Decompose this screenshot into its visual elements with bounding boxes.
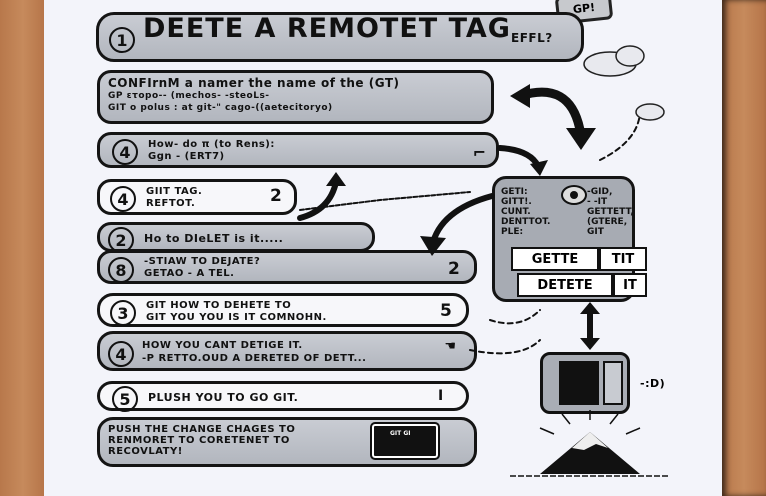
- step-number: 5: [112, 386, 138, 412]
- step-staw: 8 -STIAW to DEJATE? GETAO - a TeL. 2: [97, 250, 477, 284]
- target-icon: [561, 185, 587, 205]
- step-line: GIT HOW to DEHETE TO: [146, 300, 292, 311]
- step-number: 4: [112, 139, 138, 165]
- step-line: GIIT TAG.: [146, 186, 203, 197]
- step-line: PLUSH YOU TO GO GIT.: [148, 391, 299, 404]
- step-number: 4: [108, 341, 134, 367]
- step-trailing-number: 2: [448, 259, 460, 279]
- step-how-to-delete: 2 Ho to DIeLET is it.....: [97, 222, 375, 253]
- step-line: Ho to DIeLET is it.....: [144, 232, 284, 245]
- gette-button[interactable]: GETTE: [511, 247, 599, 271]
- step-number: 8: [108, 257, 134, 283]
- step-trailing-number: I: [438, 388, 444, 404]
- device-side-label: -:D): [640, 377, 666, 390]
- step-how-do: 4 How- do π (to Rens): Ggn - (ERT7) ⌐: [97, 132, 499, 168]
- wood-background-right: [722, 0, 766, 496]
- step-number: 4: [110, 186, 136, 212]
- step-line: -STIAW to DEJATE?: [144, 256, 261, 267]
- tit-button[interactable]: TIT: [599, 247, 647, 271]
- step-push-you: 5 PLUSH YOU TO GO GIT. I: [97, 381, 469, 412]
- monitor-icon: GIT GI: [370, 422, 440, 460]
- step-how-you-cant: 4 HOW YOU CANT DETIGE IT. -P RETTO.OUD A…: [97, 331, 477, 371]
- step-git-tag: 4 GIIT TAG. REFTOT. 2: [97, 179, 297, 215]
- monitor-text: GIT GI: [390, 430, 411, 437]
- step-line: RECOVLATY!: [108, 446, 183, 457]
- title-suffix: EFFL?: [511, 31, 553, 45]
- step-line: PUSH THE CHANGE CHAGES TO: [108, 424, 296, 435]
- step-line: GIT o polus : at git-" cago-((aetecitory…: [108, 103, 333, 113]
- keycap-label: GP!: [572, 0, 596, 16]
- title-box: 1 DEETE A REMOTET TAG EFFL?: [96, 12, 584, 62]
- detete-button[interactable]: DETETE: [517, 273, 613, 297]
- device-icon: [540, 352, 630, 414]
- page-title: DEETE A REMOTET TAG: [143, 13, 511, 44]
- step-line: CONFIrnM a namer the name of the (GT): [108, 76, 400, 90]
- panel-left-text: GETI:GITT!.CUNT.DENTTOT.PLE:: [501, 187, 551, 237]
- step-line: REFTOT.: [146, 198, 196, 209]
- it-button[interactable]: IT: [613, 273, 647, 297]
- step-line: How- do π (to Rens):: [148, 139, 275, 150]
- step-line: GIT YOU YOU IS IT COMNOHN.: [146, 312, 327, 323]
- step-line: GETAO - a TeL.: [144, 268, 235, 279]
- hand-icon: ☚: [444, 339, 456, 354]
- wood-background-left: [0, 0, 46, 496]
- step-number: 3: [110, 300, 136, 326]
- step-trailing-number: 2: [270, 186, 282, 206]
- step-git-how: 3 GIT HOW to DEHETE TO GIT YOU YOU IS IT…: [97, 293, 469, 327]
- step-confirm: CONFIrnM a namer the name of the (GT) GP…: [97, 70, 494, 124]
- step-number: 1: [109, 27, 135, 53]
- step-line: HOW YOU CANT DETIGE IT.: [142, 340, 303, 351]
- step-line: RENMORET TO CORETENET TO: [108, 435, 290, 446]
- step-line: Ggn - (ERT7): [148, 151, 225, 162]
- wrench-icon: ⌐: [472, 143, 486, 162]
- step-line: -P RETTO.OUD A DERETED OF DETT...: [142, 353, 367, 364]
- step-trailing-number: 5: [440, 301, 452, 321]
- step-push-changes: PUSH THE CHANGE CHAGES TO RENMORET TO CO…: [97, 417, 477, 467]
- step-line: GP ετopo-- (mechos- -steoLs-: [108, 91, 270, 101]
